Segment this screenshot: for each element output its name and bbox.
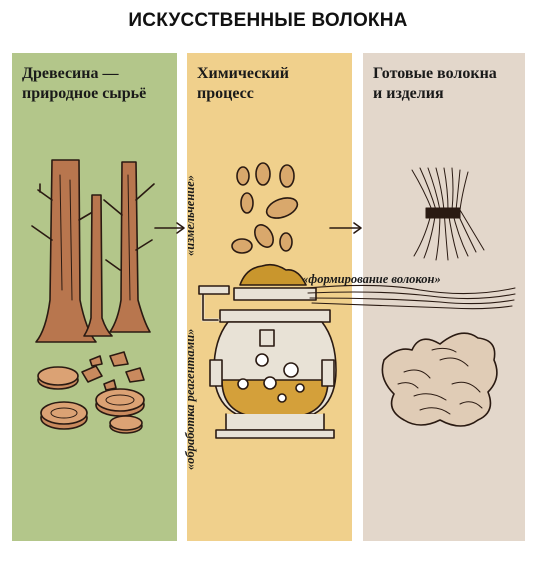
fiber-streams-illustration [305, 284, 516, 310]
fabric-swatch-illustration [381, 332, 498, 427]
panel-chemical-process-title: Химический процесс [197, 65, 289, 102]
reactor-vessel-illustration [198, 263, 337, 439]
label-fiber-forming: «формирование волокон» [302, 272, 441, 286]
label-grinding: «измельчение» [183, 174, 197, 256]
wood-flakes-illustration [231, 162, 299, 254]
panel-finished-fibers-title: Готовые волокна и изделия [373, 65, 497, 102]
tree-trunks-illustration [31, 159, 155, 343]
wood-chips-illustration [37, 351, 145, 434]
label-reagents: «обработка реагентами» [183, 328, 197, 470]
arrow-to-chemical-icon [154, 222, 185, 234]
diagram-title: ИСКУССТВЕННЫЕ ВОЛОКНА [128, 10, 408, 31]
fiber-bundle-illustration [411, 167, 485, 261]
arrow-to-fibers-icon [329, 222, 362, 234]
panel-raw-material-title: Древесина — природное сырьё [22, 65, 147, 102]
